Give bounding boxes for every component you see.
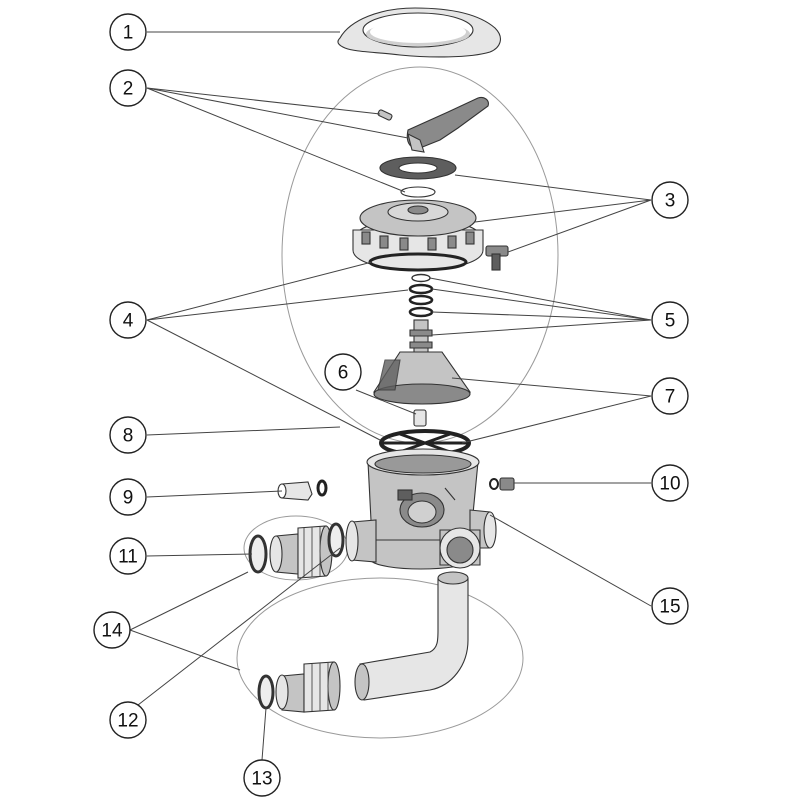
callout-5-label: 5 — [665, 311, 676, 332]
part-lower-union-tail — [275, 673, 305, 713]
callout-12-label: 12 — [117, 711, 138, 732]
part-rotor-peg — [413, 409, 427, 427]
leader-9 — [146, 490, 283, 498]
callout-10-label: 10 — [659, 474, 680, 495]
callout-8: 8 — [109, 416, 147, 454]
leader-3c — [507, 199, 652, 253]
callout-15: 15 — [651, 587, 689, 625]
part-rotor — [372, 319, 472, 405]
callout-3: 3 — [651, 181, 689, 219]
leader-14b — [129, 629, 241, 671]
leader-5b — [431, 288, 652, 321]
part-drain-plug — [489, 477, 515, 491]
callout-5: 5 — [651, 301, 689, 339]
leader-5a — [429, 277, 652, 321]
callout-2-label: 2 — [123, 79, 134, 100]
part-cover-oring — [400, 186, 436, 198]
leader-14a — [129, 571, 249, 631]
part-lower-union-oring — [257, 674, 275, 710]
part-lower-union-nut — [303, 661, 341, 713]
part-pressure-screw — [485, 245, 509, 271]
leader-2a — [146, 87, 381, 115]
leader-5c — [431, 311, 652, 321]
leader-lines — [129, 31, 652, 761]
callout-6: 6 — [324, 353, 362, 391]
part-valve-body — [345, 448, 497, 570]
leader-7a — [451, 377, 652, 397]
callout-14: 14 — [93, 611, 131, 649]
callout-8-label: 8 — [123, 426, 134, 447]
callout-7: 7 — [651, 377, 689, 415]
part-union-tail — [269, 533, 299, 575]
part-elbow-pipe — [354, 571, 469, 701]
part-valve-cover — [352, 199, 484, 271]
callout-9: 9 — [109, 478, 147, 516]
part-shaft-orings — [408, 273, 434, 318]
callout-6-label: 6 — [338, 363, 349, 384]
part-union-oring-small — [248, 534, 268, 574]
leader-6 — [355, 389, 417, 415]
callout-13: 13 — [243, 759, 281, 797]
callout-14-label: 14 — [101, 621, 123, 642]
part-pin — [377, 109, 393, 121]
leader-4c — [146, 319, 381, 441]
part-clamp-ring — [337, 7, 501, 58]
leader-8 — [146, 426, 341, 436]
part-handle — [406, 96, 489, 153]
callout-10: 10 — [651, 464, 689, 502]
callout-4-label: 4 — [123, 311, 134, 332]
callout-12: 12 — [109, 701, 147, 739]
callout-13-label: 13 — [251, 769, 272, 790]
leader-2c — [146, 87, 406, 193]
part-union-nut — [297, 525, 333, 579]
callout-11-label: 11 — [118, 547, 138, 568]
callout-2: 2 — [109, 69, 147, 107]
leader-4b — [146, 289, 409, 321]
leader-11 — [146, 553, 253, 557]
callout-3-label: 3 — [665, 191, 676, 212]
leader-7b — [461, 395, 652, 444]
leader-15 — [489, 514, 652, 607]
part-cover-gasket — [379, 156, 457, 180]
callout-11: 11 — [109, 537, 147, 575]
callout-1-label: 1 — [123, 23, 134, 44]
callout-15-label: 15 — [659, 597, 680, 618]
callout-1: 1 — [109, 13, 147, 51]
pipe-group-ellipse — [236, 577, 524, 739]
leader-13 — [261, 707, 267, 761]
part-sight-glass — [277, 479, 328, 501]
leader-3a — [454, 174, 652, 201]
callout-4: 4 — [109, 301, 147, 339]
leader-3b — [474, 199, 652, 223]
leader-2b — [146, 87, 409, 139]
callout-7-label: 7 — [665, 387, 676, 408]
leader-4a — [146, 261, 373, 321]
leader-5d — [431, 319, 652, 336]
leader-12 — [137, 547, 341, 706]
callout-9-label: 9 — [123, 488, 134, 509]
